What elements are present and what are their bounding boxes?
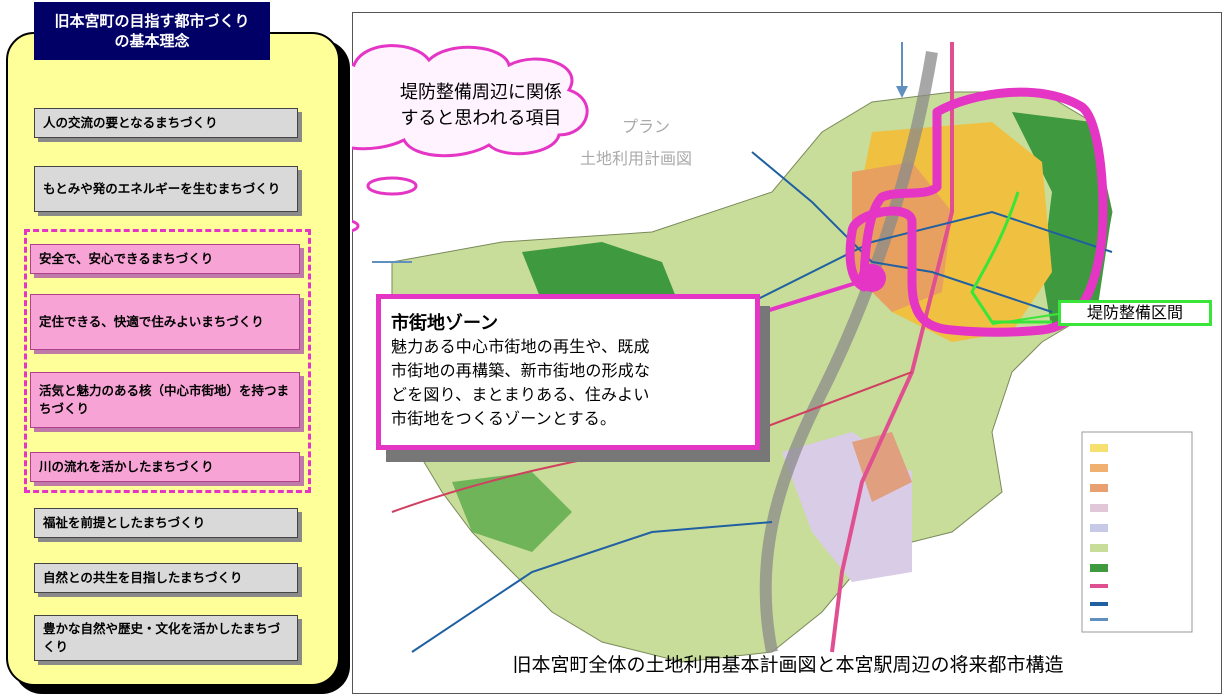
legend-swatch-3 bbox=[1090, 484, 1108, 492]
callout-title: 市街地ゾーン bbox=[391, 313, 499, 334]
legend-swatch-9 bbox=[1090, 602, 1108, 606]
map-faded-title-1: プラン bbox=[622, 117, 670, 136]
legend-swatch-4 bbox=[1090, 504, 1108, 512]
map-forest-south bbox=[452, 472, 572, 552]
thought-dot-2 bbox=[352, 219, 360, 233]
legend-swatch-6 bbox=[1090, 544, 1108, 552]
legend-swatch-10 bbox=[1090, 618, 1108, 621]
urban-zone-outline bbox=[845, 87, 1108, 337]
map-forest-northeast bbox=[1012, 112, 1112, 332]
thought-cloud bbox=[352, 44, 589, 158]
legend-swatch-7 bbox=[1090, 564, 1108, 572]
philosophy-item: 定住できる、快適で住みよいまちづくり bbox=[30, 294, 300, 350]
legend-swatch-1 bbox=[1090, 444, 1108, 452]
philosophy-item: 安全で、安心できるまちづくり bbox=[30, 244, 300, 274]
map-faded-title-2: 土地利用計画図 bbox=[580, 149, 692, 168]
map-blue-road-2 bbox=[751, 151, 1053, 313]
embankment-section-line bbox=[970, 191, 1052, 324]
map-blue-road-3 bbox=[411, 521, 773, 653]
embankment-connector bbox=[991, 313, 1059, 325]
legend-swatch-8 bbox=[1090, 584, 1108, 588]
callout-body: 魅力ある中心市街地の再生や、既成 市街地の再構築、新市街地の形成な どを図り、ま… bbox=[391, 337, 651, 428]
callout-anchor-dot bbox=[858, 264, 886, 292]
map-commercial-spot bbox=[852, 432, 912, 502]
philosophy-item: 川の流れを活かしたまちづくり bbox=[30, 452, 300, 482]
bubble-text: 堤防整備周辺に関係 すると思われる項目 bbox=[400, 82, 562, 129]
urban-zone-callout: 市街地ゾーン 魅力ある中心市街地の再生や、既成 市街地の再構築、新市街地の形成な… bbox=[376, 294, 760, 450]
philosophy-item: 自然との共生を目指したまちづくり bbox=[34, 563, 298, 593]
map-main-road bbox=[830, 42, 954, 653]
philosophy-item: もとみや発のエネルギーを生むまちづくり bbox=[34, 166, 298, 212]
embankment-label: 堤防整備区間 bbox=[1058, 300, 1212, 326]
thought-dot-1 bbox=[366, 176, 418, 196]
panel-title-text: 旧本宮町の目指す都市づくり の基本理念 bbox=[54, 12, 250, 50]
philosophy-item: 福祉を前提としたまちづくり bbox=[34, 508, 298, 538]
map-river bbox=[759, 51, 938, 654]
philosophy-item: 人の交流の要となるまちづくり bbox=[34, 108, 298, 138]
map-caption: 旧本宮町全体の土地利用基本計画図と本宮駅周辺の将来都市構造 bbox=[512, 654, 1064, 676]
legend-swatch-2 bbox=[1090, 464, 1108, 472]
panel-title: 旧本宮町の目指す都市づくり の基本理念 bbox=[34, 2, 270, 60]
philosophy-item: 豊かな自然や歴史・文化を活かしたまちづくり bbox=[34, 615, 298, 661]
legend-swatch-5 bbox=[1090, 524, 1108, 532]
embankment-related-group bbox=[24, 229, 311, 493]
philosophy-item: 活気と魅力のある核（中心市街地）を持つまちづくり bbox=[30, 372, 300, 428]
